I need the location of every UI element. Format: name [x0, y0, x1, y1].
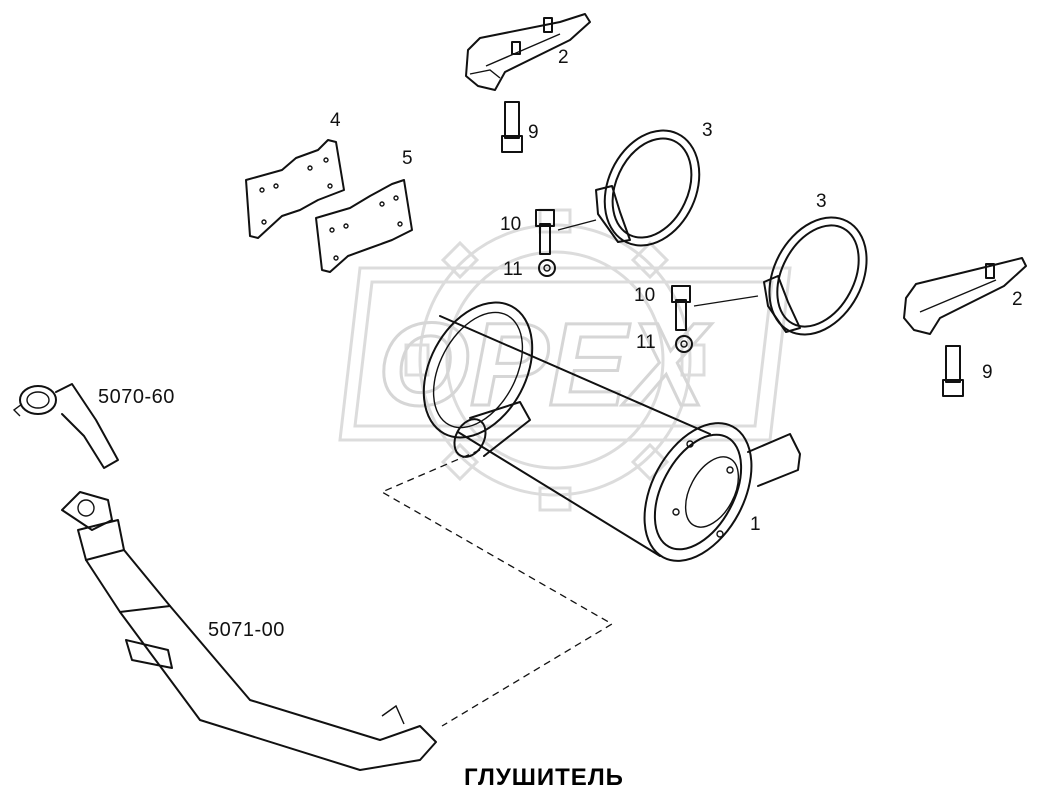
callout-nut-a: 11: [503, 259, 523, 280]
plate-right-part: [315, 179, 413, 273]
callout-nut-b: 11: [636, 332, 656, 353]
bolt-a-part: [535, 209, 555, 255]
callout-bolt-short-right: 9: [982, 362, 993, 383]
clamp-assembly-part: [12, 383, 119, 469]
opex-watermark: OPEX: [338, 208, 792, 512]
bracket-top-part: [465, 13, 591, 91]
leader-lines: [557, 219, 759, 307]
clamp-top-part: [595, 129, 701, 247]
callout-bolt-b: 10: [634, 285, 655, 306]
nut-b-part: [675, 335, 693, 353]
muffler-part: [422, 301, 801, 562]
callout-bracket-right: 2: [1012, 289, 1023, 310]
plate-left-part: [245, 139, 345, 239]
callout-clamp-right: 3: [816, 191, 827, 212]
bolt-short-top-part: [501, 101, 523, 153]
dashed-connector: [380, 449, 614, 727]
callout-muffler: 1: [750, 514, 761, 535]
callout-plate-right: 5: [402, 148, 413, 169]
callout-clamp-top: 3: [702, 120, 713, 141]
bracket-right-part: [903, 257, 1027, 335]
exhaust-pipe-part: [61, 491, 437, 771]
bolt-b-part: [671, 285, 691, 331]
callout-plate-left: 4: [330, 110, 341, 131]
callout-clamp-assembly: 5070-60: [98, 386, 175, 408]
callout-bolt-a: 10: [500, 214, 521, 235]
clamp-right-part: [763, 216, 868, 336]
callout-exhaust-pipe: 5071-00: [208, 619, 285, 641]
callout-bracket-top: 2: [558, 47, 569, 68]
diagram-title: ГЛУШИТЕЛЬ: [464, 764, 624, 791]
bolt-short-right-part: [942, 345, 964, 397]
nut-a-part: [538, 259, 556, 277]
callout-bolt-short-top: 9: [528, 122, 539, 143]
